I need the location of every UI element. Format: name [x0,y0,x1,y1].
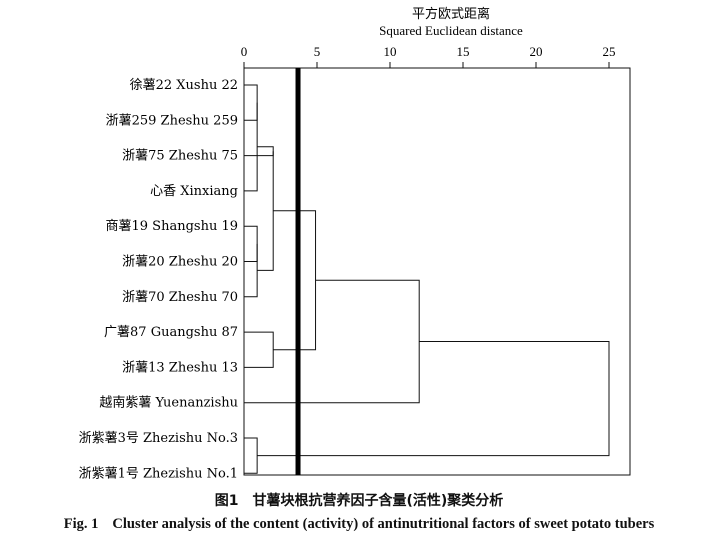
dendrogram-branch [257,151,274,271]
leaf-label: 浙薯20 Zheshu 20 [122,255,238,270]
dendrogram-branch [273,210,317,351]
leaf-label: 越南紫薯 Yuenanzishu [99,395,238,411]
dendrogram-branch [244,331,274,368]
x-tick-label: 10 [384,44,397,59]
axis-title-cn: 平方欧式距离 [412,6,490,22]
leaf-label: 浙紫薯1号 Zhezishu No.1 [79,466,238,481]
leaf-label: 浙薯70 Zheshu 70 [122,290,238,305]
leaf-label: 浙紫薯3号 Zhezishu No.3 [79,431,238,446]
dendrogram-branch [244,243,258,298]
dendrogram-branch [244,225,258,262]
leaf-label: 徐薯22 Xushu 22 [130,78,238,93]
caption-chinese: 图1 甘薯块根抗营养因子含量(活性)聚类分析 [0,490,718,510]
x-axis-ticks: 0 5 10 15 20 25 [241,44,616,68]
leaf-label: 心香 Xinxiang [150,184,238,199]
leaf-label: 浙薯13 Zheshu 13 [122,360,238,375]
dendrogram-branch [257,340,610,457]
plot-frame [243,67,631,476]
x-tick-label: 0 [241,44,248,59]
caption-chinese-number: 图1 [214,493,239,509]
caption-english: Fig. 1 Cluster analysis of the content (a… [0,516,718,533]
dendrogram-branch [244,437,258,474]
leaf-labels: 徐薯22 Xushu 22 浙薯259 Zheshu 259 浙薯75 Zheshu… [79,78,238,481]
caption-chinese-text: 甘薯块根抗营养因子含量(活性)聚类分析 [252,493,504,509]
leaf-label: 浙薯259 Zheshu 259 [106,113,238,128]
dendrogram-branch [244,146,274,157]
leaf-label: 广薯87 Guangshu 87 [104,325,238,340]
dendrogram-branch [244,84,258,121]
axis-title-en: Squared Euclidean distance [379,23,523,38]
x-tick-label: 25 [603,44,616,59]
caption-english-number: Fig. 1 [63,516,99,532]
x-tick-label: 15 [457,44,470,59]
x-tick-label: 20 [530,44,543,59]
leaf-label: 商薯19 Shangshu 19 [106,219,239,234]
leaf-label: 浙薯75 Zheshu 75 [122,149,238,164]
caption-english-text: Cluster analysis of the content (activit… [112,516,655,532]
dendrogram-branch [244,279,420,404]
x-tick-label: 5 [314,44,321,59]
dendrogram-branches [244,84,610,474]
dendrogram-branch [244,102,258,192]
